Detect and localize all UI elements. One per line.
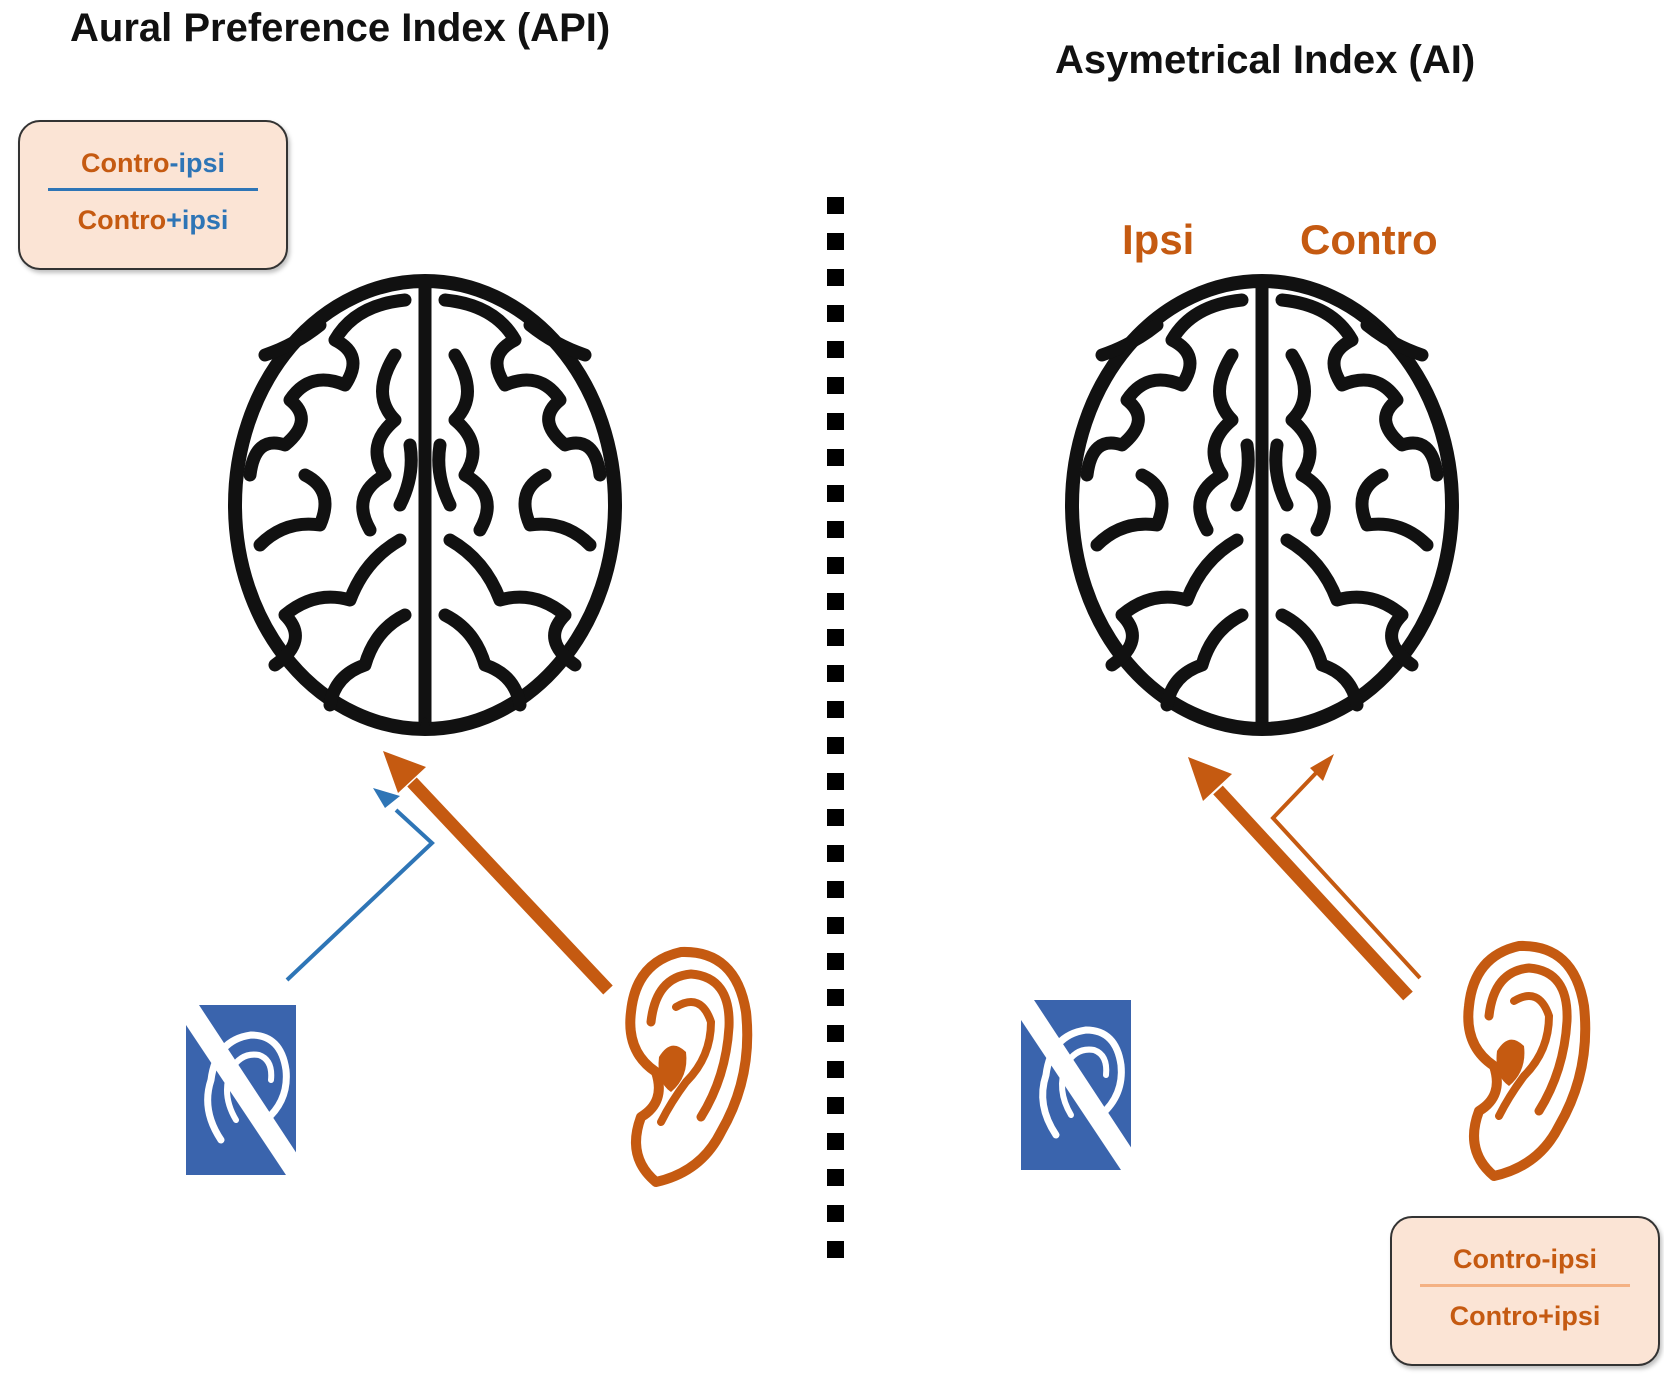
divider-dash [827, 521, 844, 538]
divider-dash [827, 449, 844, 466]
divider-dash [827, 1169, 844, 1186]
ai-denominator: Contro+ipsi [1392, 1301, 1658, 1332]
divider-dash [827, 845, 844, 862]
api-numerator: Contro-ipsi [20, 148, 286, 179]
ai-num-op: - [1541, 1244, 1551, 1274]
divider-dash [827, 557, 844, 574]
divider-dash [827, 701, 844, 718]
divider-dash [827, 737, 844, 754]
divider-dash [827, 1025, 844, 1042]
ai-formula-box: Contro-ipsi Contro+ipsi [1390, 1216, 1660, 1366]
ai-contro-arrow [1270, 754, 1422, 980]
api-den-contro: Contro [77, 205, 167, 235]
api-num-ipsi: ipsi [178, 148, 225, 178]
divider-dash [827, 1133, 844, 1150]
api-contro-arrow [383, 751, 613, 995]
ai-ear-icon [1468, 946, 1585, 1176]
api-implant-icon [186, 1005, 301, 1175]
api-brain-icon [235, 281, 615, 735]
ipsi-hemisphere-label: Ipsi [1122, 216, 1195, 263]
divider-dash [827, 773, 844, 790]
divider-dash [827, 377, 844, 394]
ai-numerator: Contro-ipsi [1392, 1244, 1658, 1275]
divider-dash [827, 269, 844, 286]
divider-dash [827, 989, 844, 1006]
api-num-contro: Contro [81, 148, 170, 178]
ai-num-ipsi: ipsi [1550, 1244, 1597, 1274]
ai-den-op: + [1538, 1301, 1554, 1331]
divider-dash [827, 1097, 844, 1114]
divider-dash [827, 1241, 844, 1258]
ai-title: Asymetrical Index (AI) [1055, 38, 1476, 82]
divider-dash [827, 485, 844, 502]
ai-num-contro: Contro [1453, 1244, 1542, 1274]
ai-implant-icon [1021, 1000, 1136, 1170]
api-formula-box: Contro-ipsi Contro+ipsi [18, 120, 288, 270]
divider-dash [827, 1205, 844, 1222]
divider-dash [827, 665, 844, 682]
divider-dash [827, 917, 844, 934]
api-fraction-bar [48, 188, 258, 191]
ai-brain-icon [1072, 281, 1452, 735]
api-title: Aural Preference Index (API) [70, 6, 611, 50]
divider-dash [827, 413, 844, 430]
divider-dash [827, 233, 844, 250]
divider-dash [827, 305, 844, 322]
ai-den-ipsi: ipsi [1553, 1301, 1601, 1331]
dashed-divider [827, 197, 844, 1258]
api-ear-icon [630, 952, 747, 1182]
divider-dash [827, 809, 844, 826]
divider-dash [827, 593, 844, 610]
api-ipsi-arrow [285, 788, 435, 982]
api-denominator: Contro+ipsi [20, 205, 286, 236]
ai-den-contro: Contro [1449, 1301, 1539, 1331]
divider-dash [827, 1061, 844, 1078]
ai-fraction-bar [1420, 1284, 1630, 1287]
api-den-ipsi: ipsi [181, 205, 229, 235]
divider-dash [827, 197, 844, 214]
api-den-op: + [166, 205, 182, 235]
divider-dash [827, 629, 844, 646]
api-num-op: - [169, 148, 179, 178]
divider-dash [827, 953, 844, 970]
ai-ipsi-arrow [1188, 757, 1413, 1001]
contro-hemisphere-label: Contro [1300, 216, 1438, 263]
divider-dash [827, 881, 844, 898]
divider-dash [827, 341, 844, 358]
